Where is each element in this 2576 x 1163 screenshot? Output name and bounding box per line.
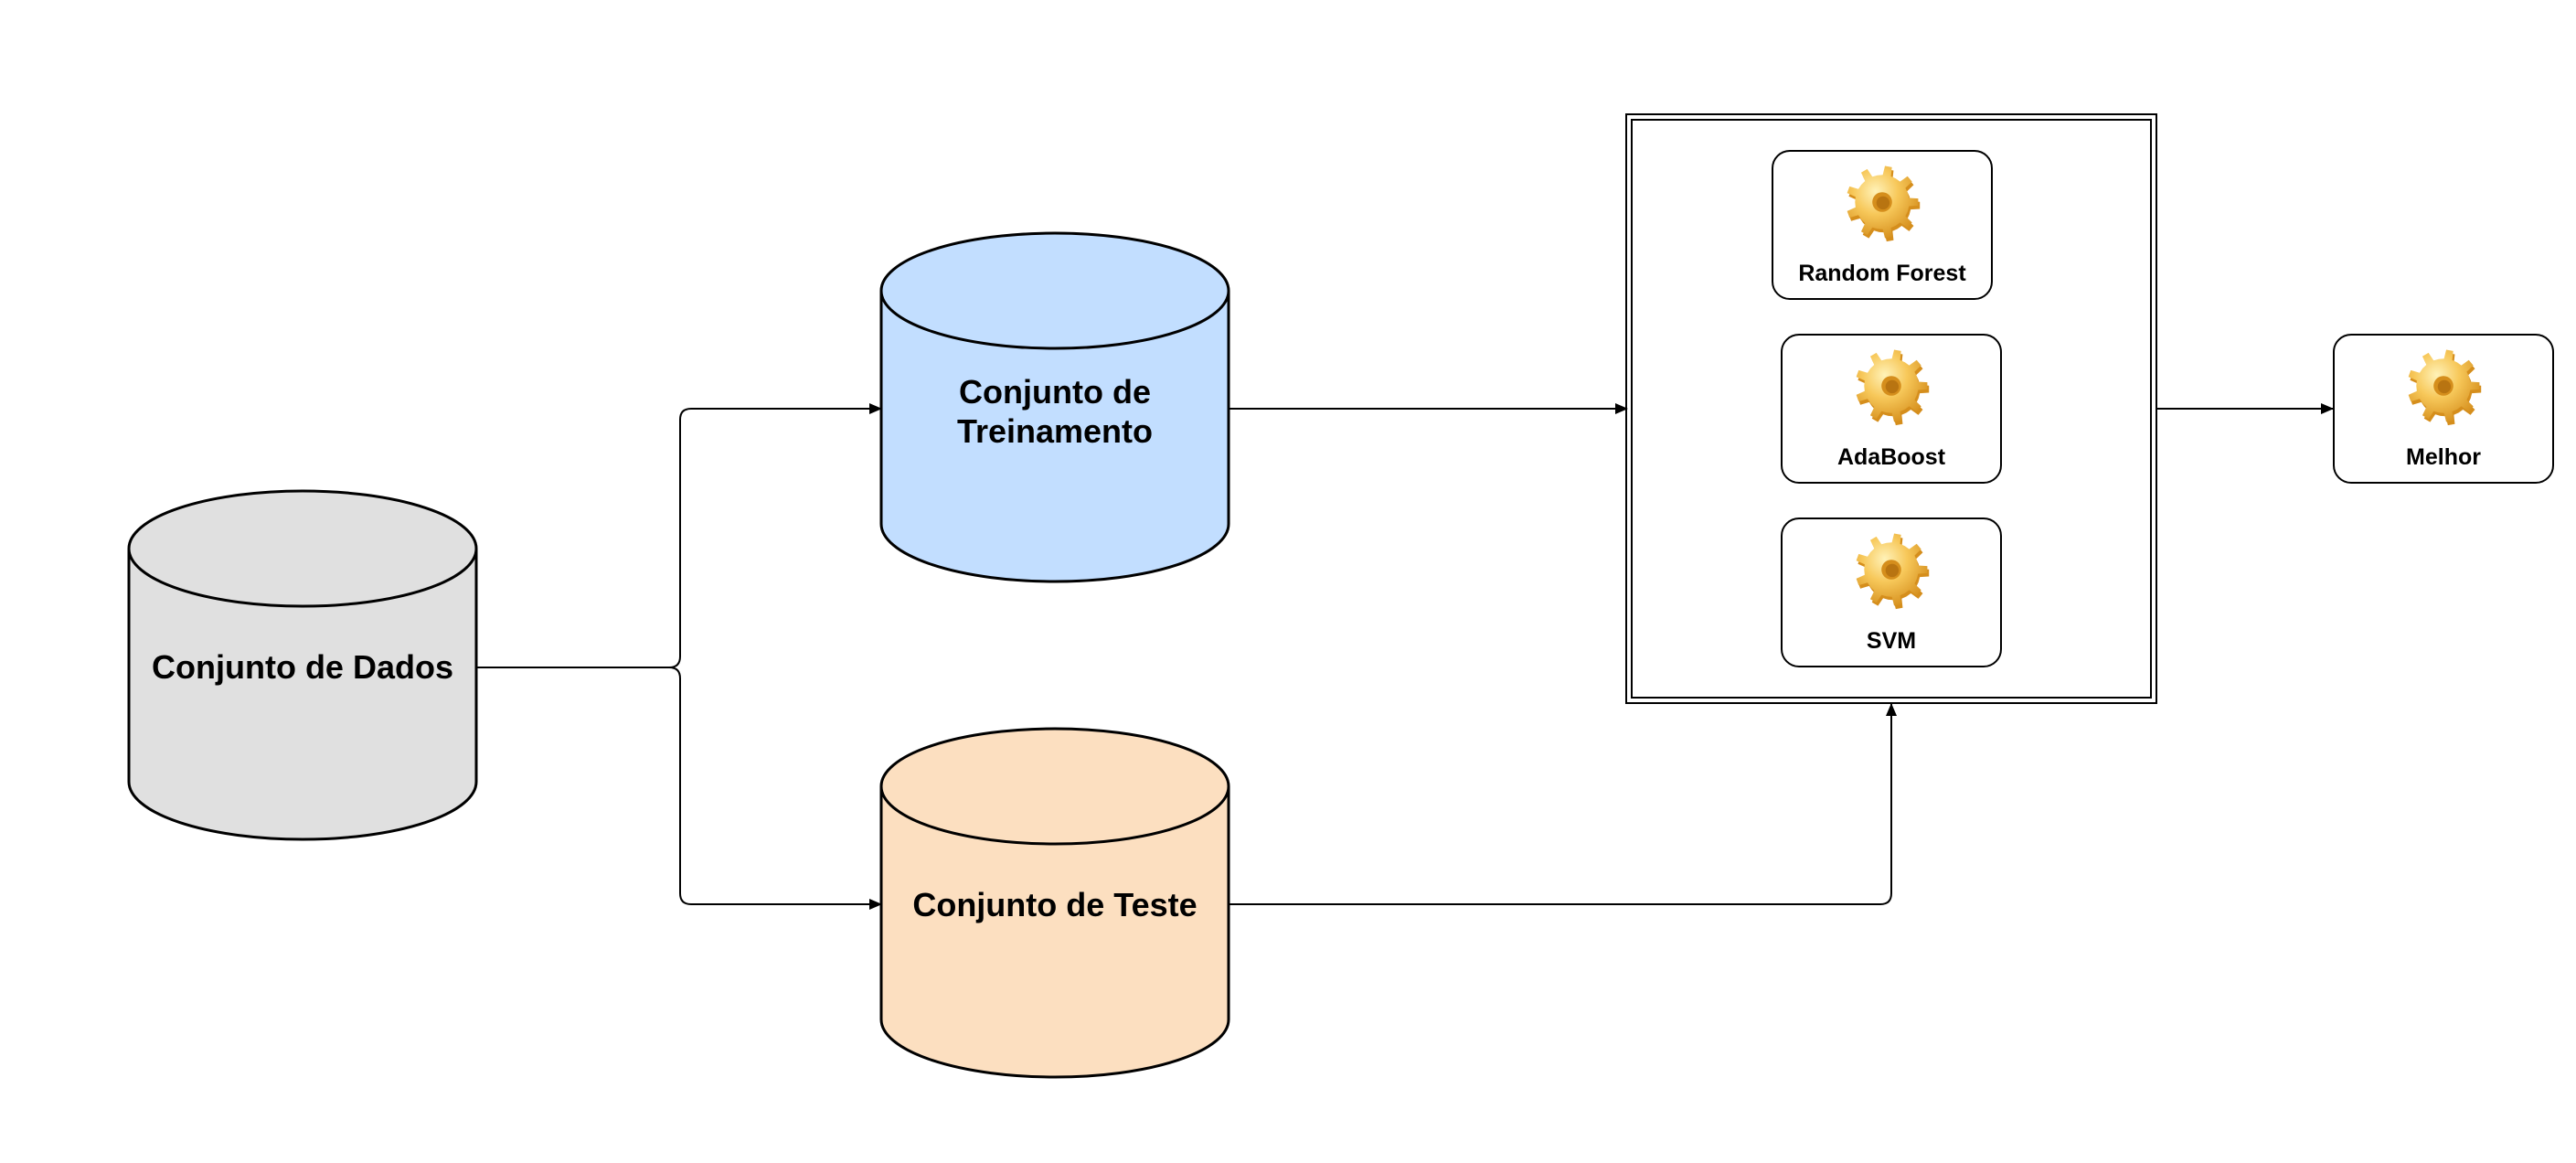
connector-data-to-test (476, 667, 882, 910)
best-model-card[interactable]: Melhor (2333, 334, 2554, 484)
model-card-random-forest[interactable]: Random Forest (1772, 150, 1993, 300)
gear-icon (2408, 349, 2482, 426)
dataset-label-train-line2: Treinamento (956, 412, 1154, 450)
model-label: SVM (1866, 628, 1917, 654)
model-card-svm[interactable]: SVM (1781, 517, 2002, 667)
connector-data-to-train (476, 403, 882, 668)
gear-icon (1856, 349, 1930, 426)
models-container (1625, 113, 2157, 704)
dataset-cylinder-full (127, 489, 478, 841)
dataset-cylinder-test (879, 727, 1230, 1079)
dataset-cylinder-train (879, 231, 1230, 583)
dataset-label-full: Conjunto de Dados (152, 648, 453, 687)
model-card-adaboost[interactable]: AdaBoost (1781, 334, 2002, 484)
connector-test-to-models (1229, 703, 1897, 905)
gear-icon (1856, 533, 1930, 610)
dataset-label-train: Conjunto de Treinamento (881, 361, 1229, 462)
model-label: AdaBoost (1836, 444, 1946, 470)
model-label: Random Forest (1798, 261, 1966, 286)
best-model-label: Melhor (2406, 444, 2481, 470)
gear-icon (1847, 165, 1921, 242)
models-container-inner-border (1631, 119, 2152, 699)
dataset-label-test: Conjunto de Teste (912, 886, 1198, 924)
dataset-label-train-line1: Conjunto de (959, 372, 1151, 411)
